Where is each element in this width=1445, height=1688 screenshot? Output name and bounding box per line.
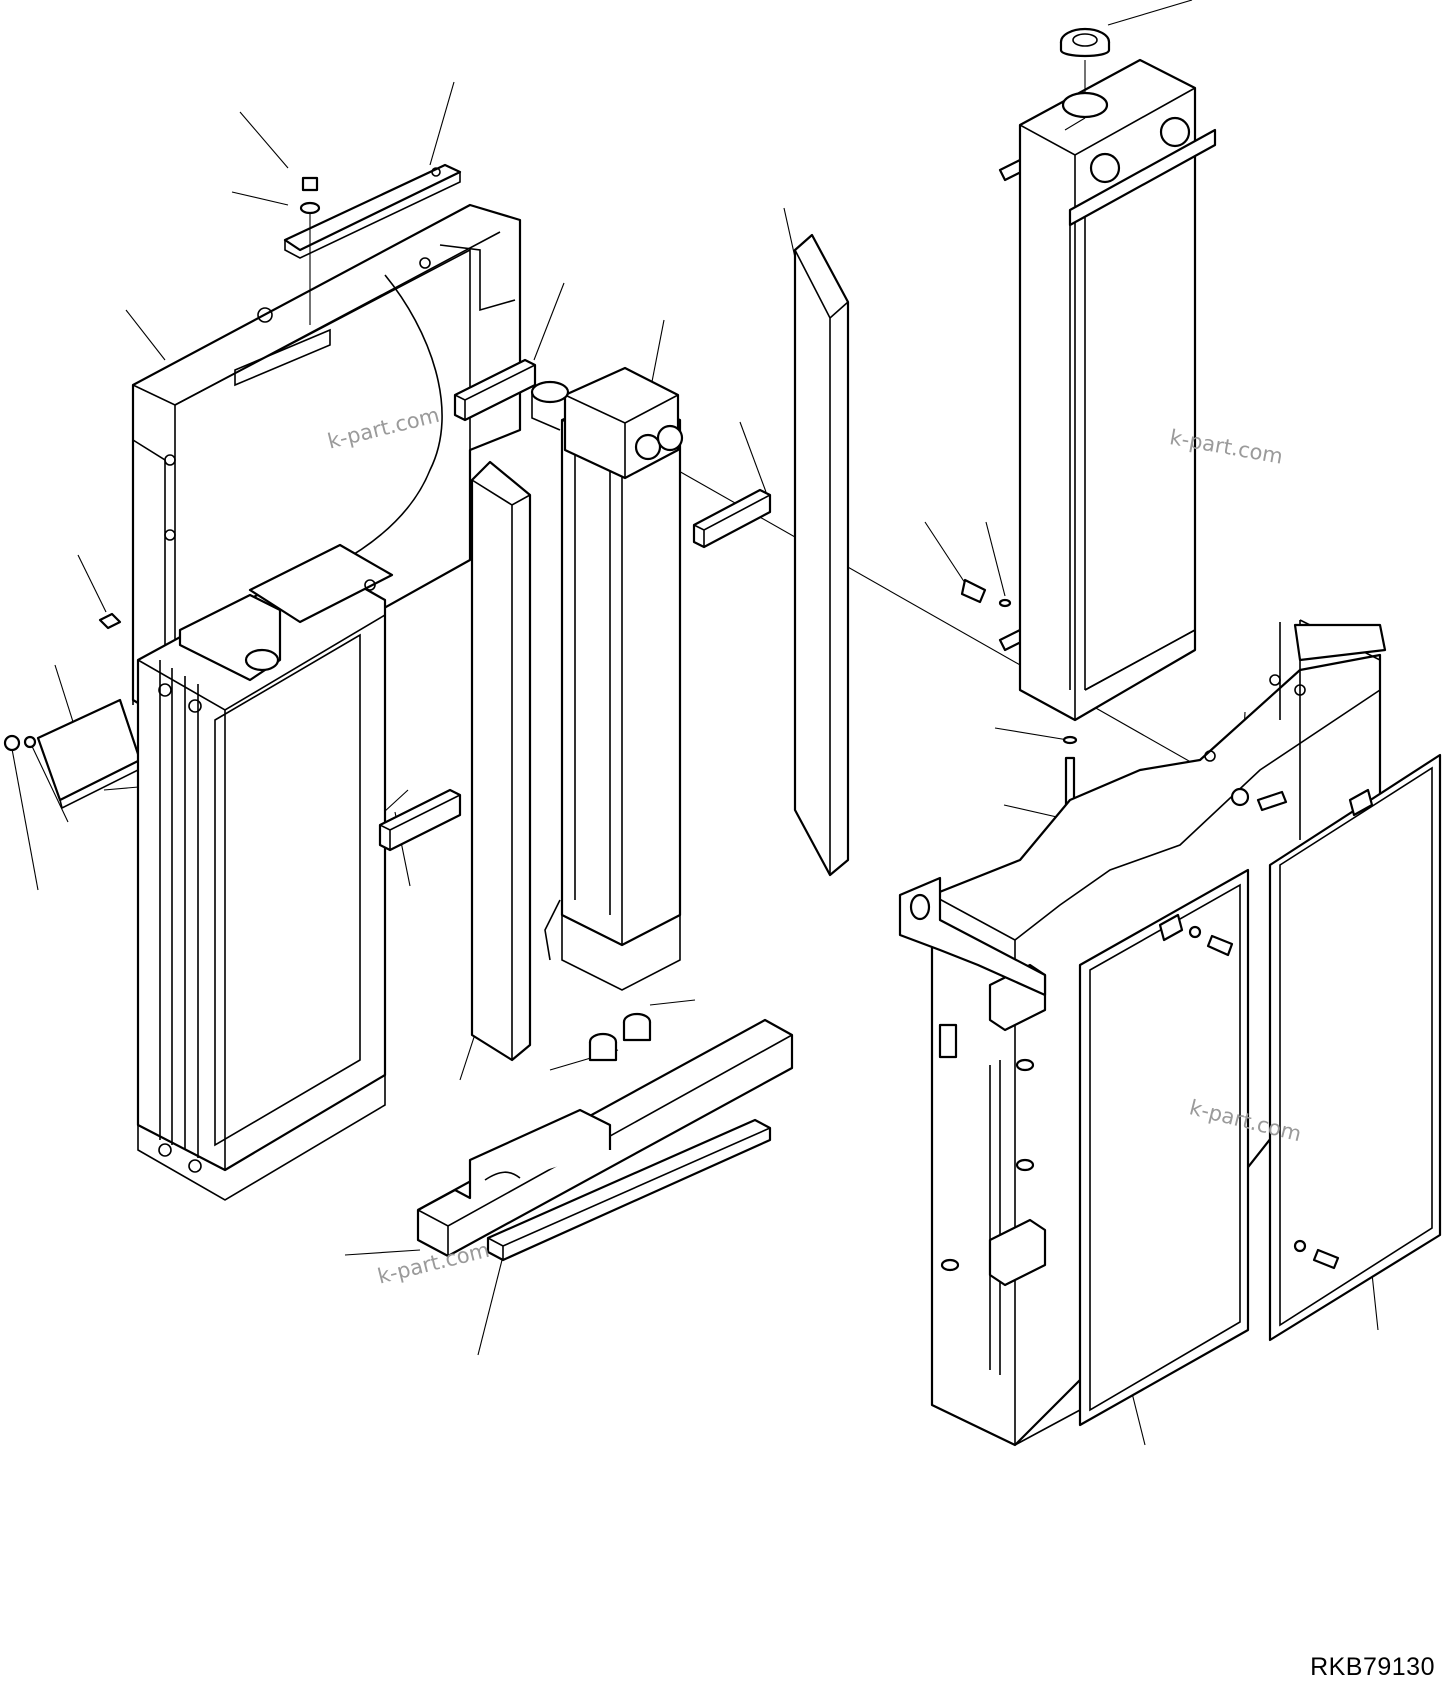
radiator-core-icon [136, 543, 394, 1201]
radiator-cap-icon [1059, 27, 1111, 92]
bolt-icon [960, 578, 1012, 608]
seal-sponge-icon [692, 488, 772, 549]
wing-bolt-icon [1188, 925, 1234, 957]
bolt-icon [1256, 790, 1288, 812]
seal-sponge-icon [378, 788, 462, 852]
screen-panel-icon [1078, 868, 1250, 1427]
drawing-code: RKB79130 [1310, 1653, 1435, 1681]
washer-icon [3, 734, 37, 752]
screen-panel-icon [1268, 753, 1442, 1342]
seal-sponge-icon [486, 1118, 772, 1262]
seal-sponge-icon [453, 358, 537, 422]
bracket-icon [898, 876, 1047, 997]
bolt-icon [299, 176, 321, 325]
bracket-icon [416, 1018, 794, 1258]
seal-sponge-icon [470, 460, 532, 1062]
bracket-icon [283, 163, 462, 259]
seal-sponge-icon [793, 233, 850, 877]
radiator-tank-icon [1018, 58, 1217, 722]
bolt-icon [98, 612, 122, 630]
oil-cooler-icon [530, 366, 684, 1062]
wing-bolt-icon [1293, 1239, 1340, 1270]
washer-icon [1230, 787, 1250, 807]
